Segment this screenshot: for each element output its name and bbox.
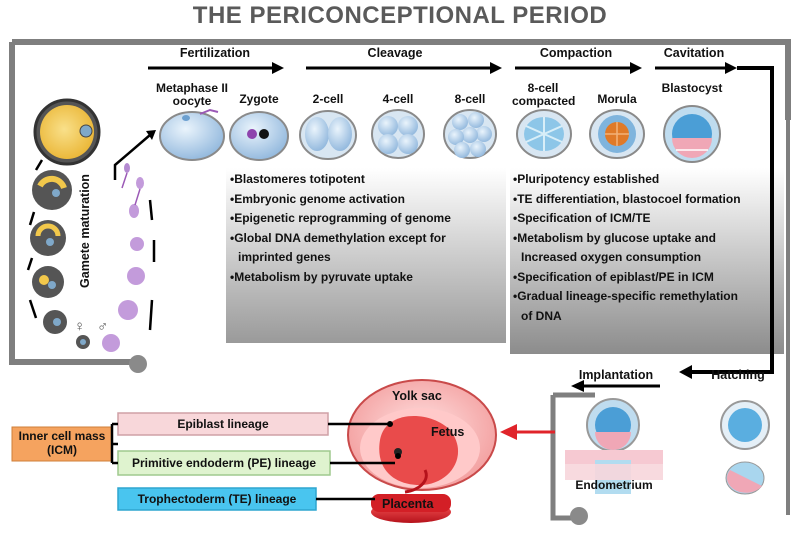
gamete-maturation-cycle	[26, 98, 156, 352]
stage-fertilization: Fertilization	[179, 46, 251, 60]
compaction-bullet: •Pluripotency established	[513, 172, 660, 186]
icm-label: Inner cell mass (ICM)	[12, 429, 112, 457]
endometrium-label: Endometrium	[575, 478, 653, 492]
label-zygote: Zygote	[239, 92, 279, 106]
cleavage-panel	[226, 168, 506, 343]
placenta-label: Placenta	[382, 497, 434, 511]
yolk-sac-label: Yolk sac	[392, 389, 442, 403]
gamete-maturation-label: Gamete maturation	[78, 174, 92, 288]
compaction-bullet: •Specification of epiblast/PE in ICM	[513, 269, 714, 284]
female-symbol: ♀	[74, 318, 86, 335]
hatching-embryo	[720, 400, 770, 495]
male-symbol: ♂	[97, 318, 109, 335]
frame-knob-2	[570, 507, 588, 525]
zygote-cell	[229, 111, 289, 161]
morula-cell	[589, 109, 645, 159]
label-8-cell: 8-cell	[454, 92, 486, 106]
te-label: Trophectoderm (TE) lineage	[137, 492, 297, 506]
two-cell	[299, 110, 357, 160]
page-title: THE PERICONCEPTIONAL PERIOD	[192, 2, 608, 29]
cleavage-bullet: imprinted genes	[238, 250, 331, 264]
cleavage-bullet: •Embryonic genome activation	[230, 191, 405, 206]
stage-implantation: Implantation	[578, 368, 654, 382]
frame-top-2	[12, 39, 791, 120]
label-2-cell: 2-cell	[312, 92, 344, 106]
compaction-bullet: •TE differentiation, blastocoel formatio…	[513, 191, 741, 206]
epiblast-label: Epiblast lineage	[177, 417, 269, 431]
stage-cleavage: Cleavage	[367, 46, 423, 60]
icm-box	[11, 426, 113, 462]
compaction-bullet: of DNA	[521, 308, 562, 323]
icm-label-line1: Inner cell mass	[18, 429, 106, 443]
frame-bottom	[550, 395, 575, 521]
stage-cavitation: Cavitation	[663, 46, 725, 60]
frame-knob-1	[129, 355, 147, 373]
cleavage-bullets: •Blastomeres totipotent •Embryonic genom…	[230, 170, 451, 287]
label-4-cell: 4-cell	[382, 92, 414, 106]
label-metaphase-oocyte: Metaphase II oocyte	[155, 81, 229, 108]
cleavage-bullet: •Global DNA demethylation except for	[230, 230, 446, 245]
compaction-panel	[510, 168, 784, 354]
cleavage-bullet: •Metabolism by pyruvate uptake	[230, 269, 413, 284]
stage-arrows	[148, 62, 774, 392]
four-cell	[371, 109, 425, 159]
compaction-bullet: •Metabolism by glucose uptake and	[513, 230, 716, 245]
fetus-label: Fetus	[431, 425, 465, 439]
stage-compaction: Compaction	[539, 46, 613, 60]
cleavage-bullet: •Blastomeres totipotent	[230, 172, 365, 186]
cleavage-bullet: •Epigenetic reprogramming of genome	[230, 211, 451, 225]
placenta-shape	[371, 494, 451, 523]
compaction-bullet: Increased oxygen consumption	[521, 250, 702, 264]
blastocyst-cell	[663, 105, 721, 163]
pe-label: Primitive endoderm (PE) lineage	[131, 456, 317, 470]
stage-hatching: Hatching	[711, 368, 765, 382]
oocyte-cell	[159, 108, 225, 161]
eight-cell	[443, 109, 497, 159]
frame-top	[9, 42, 136, 365]
label-morula: Morula	[597, 92, 637, 106]
compaction-bullet: •Specification of ICM/TE	[513, 211, 651, 225]
compaction-bullet: •Gradual lineage-specific remethylation	[513, 289, 738, 303]
compaction-bullets: •Pluripotency established •TE differenti…	[513, 170, 741, 326]
implantation-embryo	[565, 398, 663, 494]
compacted-cell	[516, 109, 572, 159]
label-8-cell-compacted: 8-cell compacted	[512, 81, 576, 108]
icm-label-line2: (ICM)	[47, 443, 77, 457]
label-blastocyst: Blastocyst	[661, 81, 723, 95]
